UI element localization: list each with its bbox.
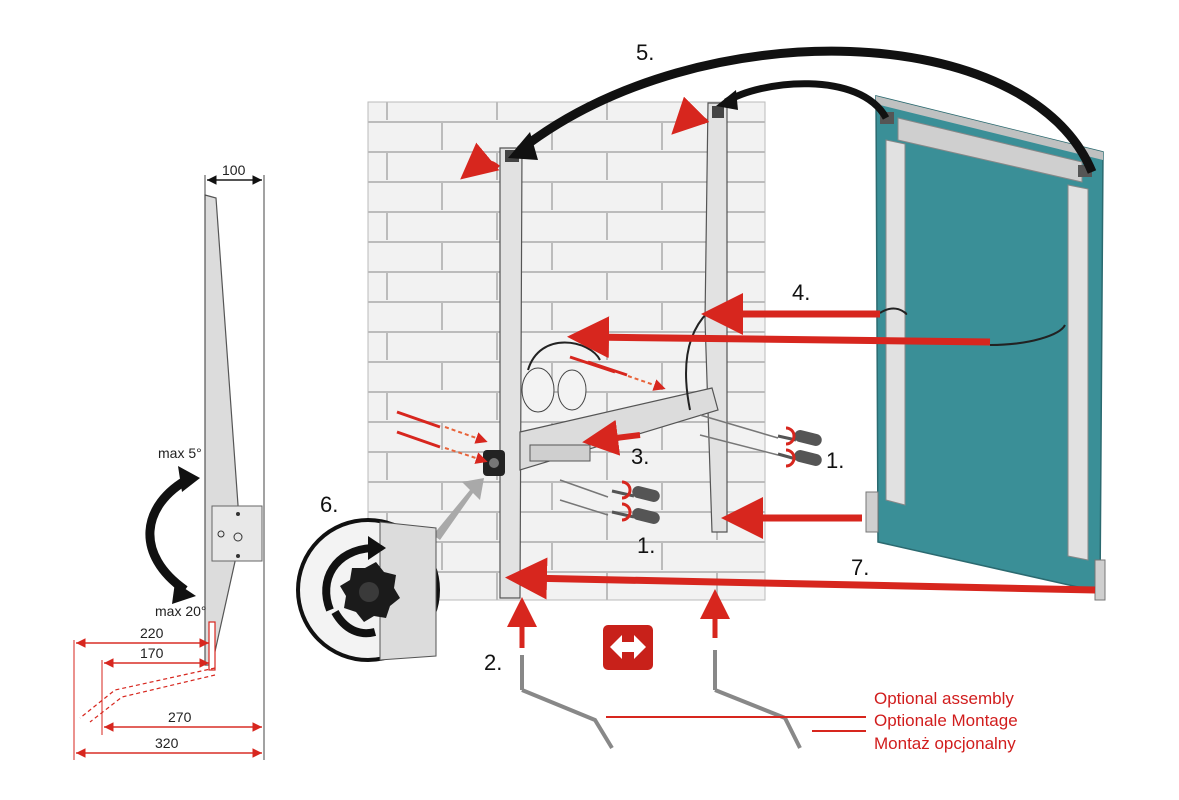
tilt-arrow [145,474,193,594]
dim-220: 220 [140,625,164,641]
step-5-label: 5. [636,40,654,65]
side-frame [204,194,239,666]
step-1a-label: 1. [826,448,844,473]
screwdrivers [559,414,822,524]
screwdriver-icon [794,430,822,446]
arrow-step-5-outer [517,46,1097,174]
step-1b-label: 1. [637,533,655,558]
step-2-label: 2. [484,650,502,675]
step-4-label: 4. [792,280,810,305]
dim-320: 320 [155,735,179,751]
legend: Optional assembly Optionale Montage Mont… [606,689,1018,753]
step-6-label: 6. [320,492,338,517]
dim-270: 270 [168,709,192,725]
rotate-arrow-icon [322,544,373,612]
step-3-label: 3. [631,444,649,469]
screwdriver-icon [632,486,660,502]
side-view: 100 220 170 270 320 max 5° max 20° [73,162,265,760]
knob-detail [296,518,440,662]
heater-panel [865,95,1106,601]
legend-de: Optionale Montage [874,711,1018,730]
double-headed-arrow-icon [603,625,653,670]
step-7-label: 7. [851,555,869,580]
legs [507,589,802,750]
screwdriver-icon [632,508,660,524]
red-arrows [505,293,1096,600]
wall [367,101,766,601]
legend-pl: Montaż opcjonalny [874,734,1016,753]
angle-max-bottom: max 20° [155,603,207,619]
knob-icon [340,562,400,622]
wall-assembly [367,96,822,750]
left-upright [499,147,523,599]
dim-170: 170 [140,645,164,661]
screwdriver-icon [794,450,822,466]
arrow-step-5-inner [724,80,890,120]
dim-100: 100 [222,162,246,178]
dowels [396,355,666,464]
legend-en: Optional assembly [874,689,1014,708]
angle-max-top: max 5° [158,445,202,461]
